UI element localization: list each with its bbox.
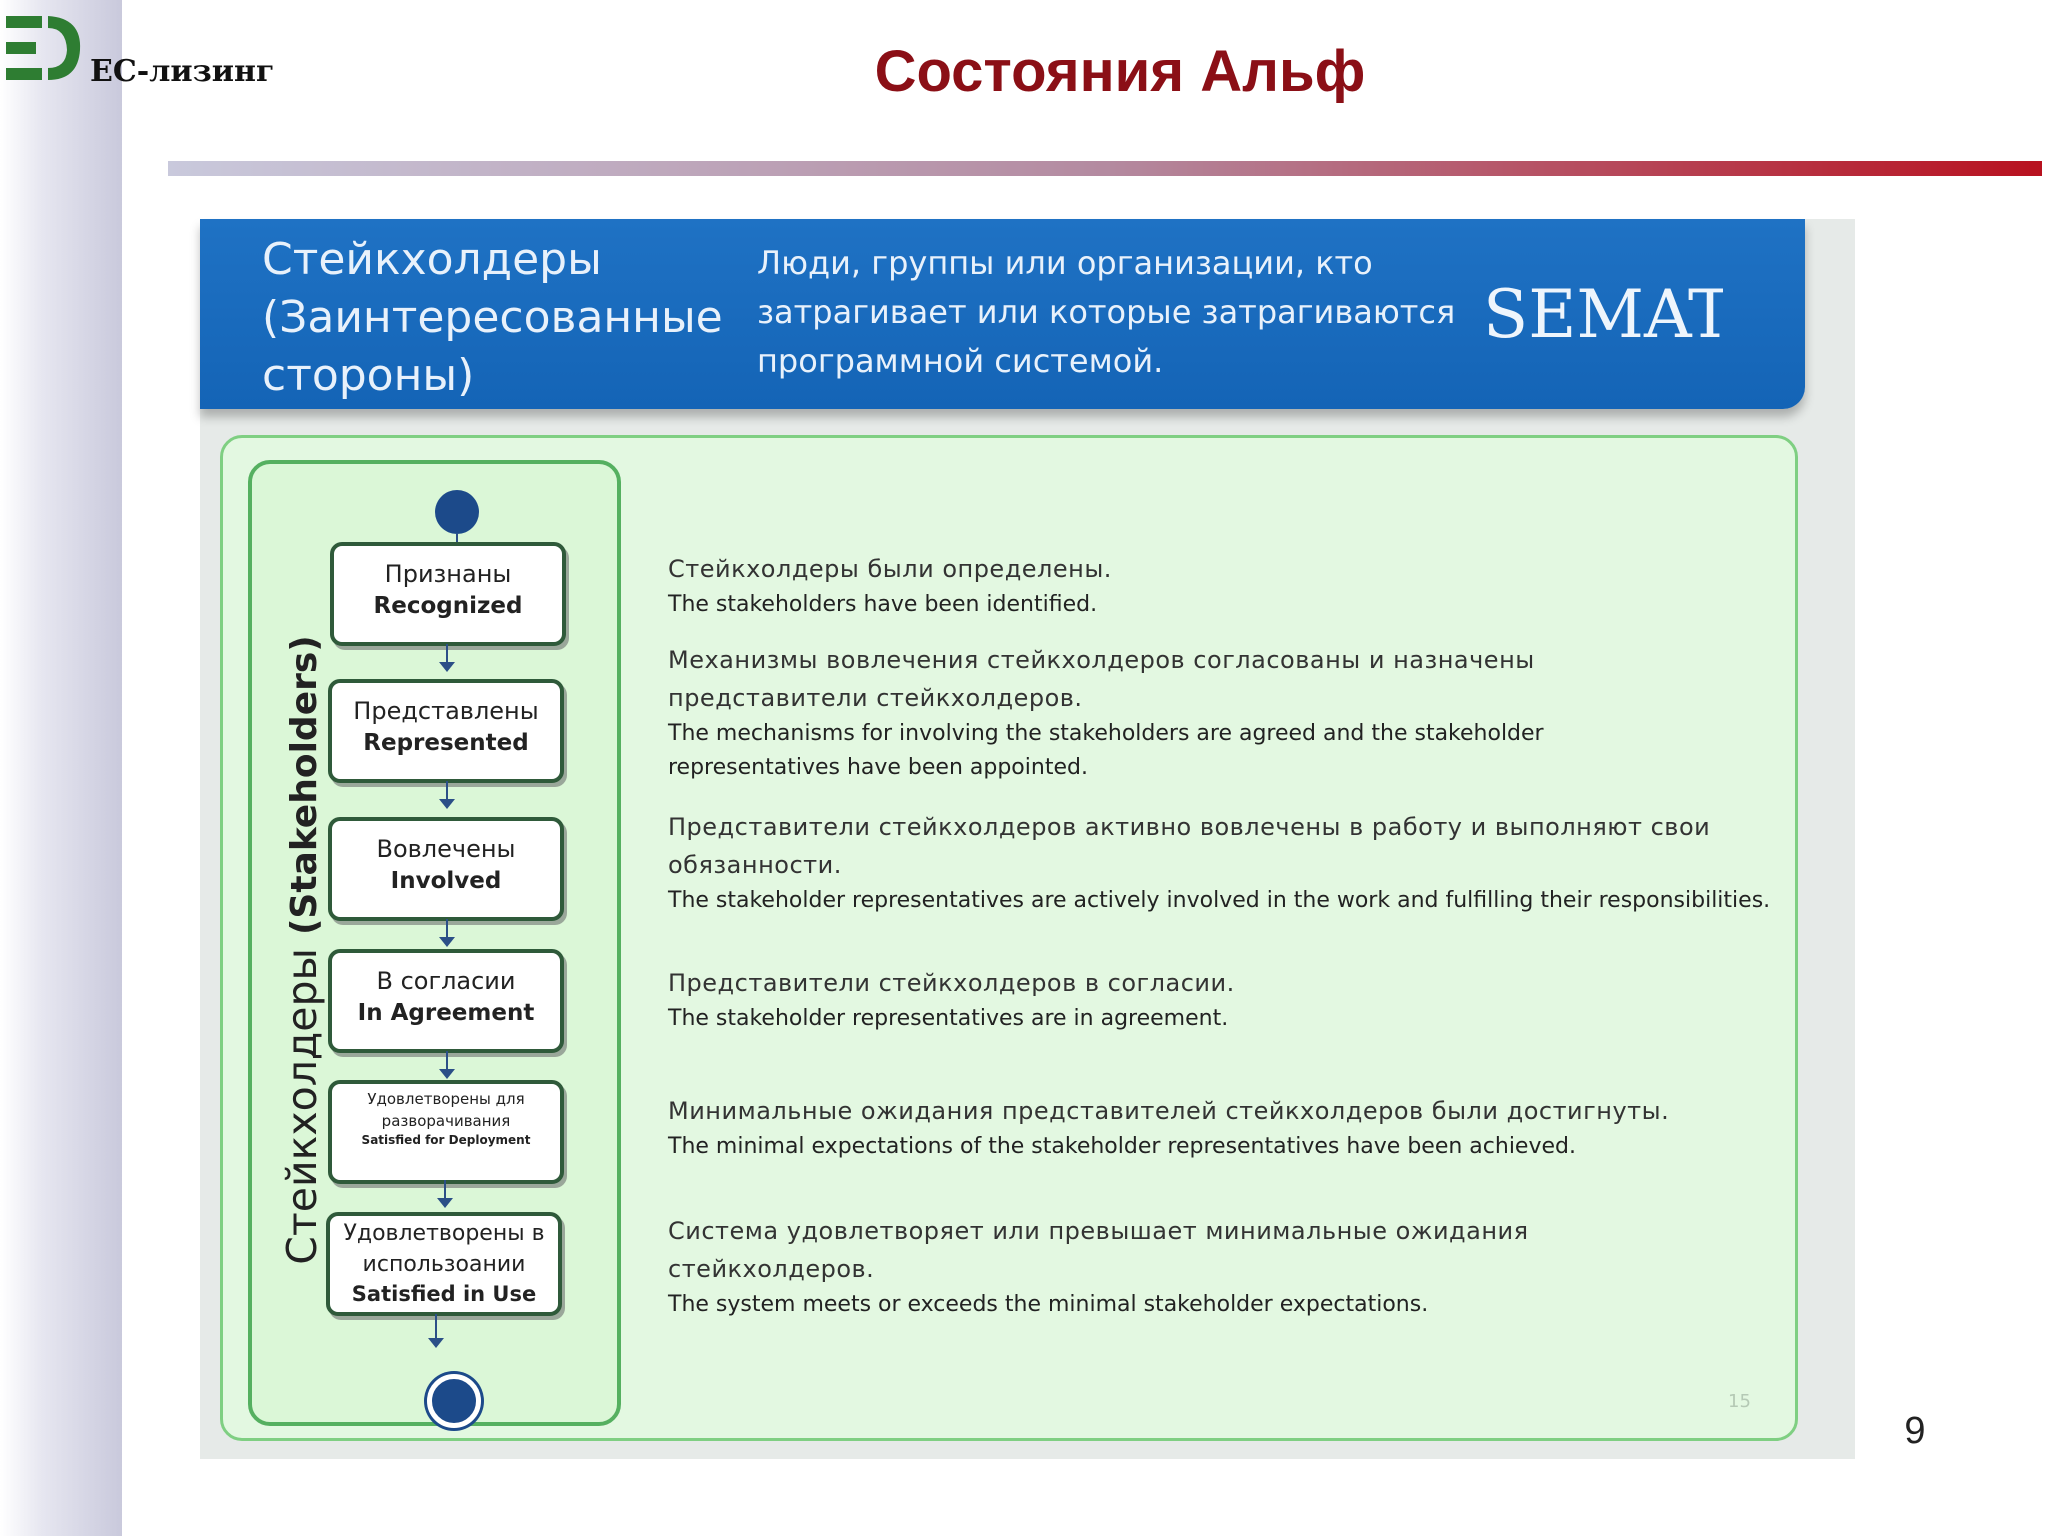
lane-label-en: (Stakeholders): [284, 635, 325, 936]
semat-logo-text: SEMAT: [1483, 276, 1723, 353]
state-satisfied-for-deployment: Удовлетворены для разворачивания Satisfi…: [328, 1080, 564, 1184]
description-ru: Стейкхолдеры были определены.: [668, 555, 1112, 583]
title-divider: [168, 161, 2042, 176]
state-label-en: Represented: [363, 730, 529, 756]
state-label-en: Recognized: [373, 593, 523, 619]
flow-arrow: [428, 1314, 444, 1348]
banner-title: Стейкхолдеры (Заинтересованные стороны): [262, 234, 723, 401]
flow-arrow: [439, 781, 455, 809]
stakeholders-banner: Стейкхолдеры (Заинтересованные стороны) …: [200, 219, 1805, 409]
state-label-ru: Удовлетворены в использоании: [343, 1221, 545, 1277]
flow-arrow: [439, 644, 455, 672]
state-label-ru: Представлены: [353, 697, 539, 725]
description-ru: Система удовлетворяет или превышает мини…: [668, 1217, 1529, 1283]
state-recognized: Признаны Recognized: [330, 542, 566, 646]
description-represented: Механизмы вовлечения стейкхолдеров согла…: [668, 641, 1588, 785]
semat-logo: SEMAT: [1483, 276, 1723, 353]
description-satisfied-for-deployment: Минимальные ожидания представителей стей…: [668, 1092, 1778, 1164]
description-ru: Механизмы вовлечения стейкхолдеров согла…: [668, 646, 1535, 712]
state-label-en: In Agreement: [357, 1000, 535, 1026]
state-label-en: Involved: [390, 868, 502, 894]
flow-arrow: [439, 919, 455, 947]
state-label-ru: Признаны: [384, 560, 512, 588]
end-node: [427, 1374, 481, 1428]
alpha-states-figure: Стейкхолдеры (Заинтересованные стороны) …: [200, 219, 1855, 1459]
states-lane: Стейкхолдеры (Stakeholders) Признаны Rec…: [248, 460, 621, 1428]
description-ru: Представители стейкхолдеров активно вовл…: [668, 813, 1711, 879]
description-en: The minimal expectations of the stakehol…: [668, 1134, 1576, 1159]
description-in-agreement: Представители стейкхолдеров в согласии. …: [668, 964, 1778, 1036]
state-in-agreement: В согласии In Agreement: [328, 949, 564, 1053]
state-satisfied-in-use: Удовлетворены в использоании Satisfied i…: [326, 1212, 562, 1316]
banner-description: Люди, группы или организации, кто затраг…: [757, 244, 1456, 380]
description-ru: Представители стейкхолдеров в согласии.: [668, 969, 1235, 997]
left-gradient-band: [0, 0, 122, 1536]
description-satisfied-in-use: Система удовлетворяет или превышает мини…: [668, 1212, 1588, 1322]
description-involved: Представители стейкхолдеров активно вовл…: [668, 808, 1778, 918]
description-en: The system meets or exceeds the minimal …: [668, 1292, 1429, 1317]
ec-logo-icon: [6, 16, 81, 80]
state-involved: Вовлечены Involved: [328, 817, 564, 921]
state-represented: Представлены Represented: [328, 679, 564, 783]
states-panel: Стейкхолдеры (Stakeholders) Признаны Rec…: [220, 435, 1798, 1441]
state-label-en: Satisfied in Use: [351, 1282, 537, 1306]
start-node: [435, 490, 479, 534]
slide-title: Состояния Альф: [874, 39, 1366, 104]
description-en: The stakeholder representatives are in a…: [668, 1006, 1229, 1031]
description-en: The stakeholders have been identified.: [668, 592, 1098, 617]
lane-label-ru: Стейкхолдеры: [278, 948, 326, 1265]
figure-page-number: 15: [1728, 1391, 1751, 1412]
state-label-ru: Вовлечены: [376, 835, 516, 863]
description-en: The stakeholder representatives are acti…: [668, 888, 1771, 913]
flow-arrow: [439, 1051, 455, 1079]
logo-text: ЕС-лизинг: [90, 54, 275, 89]
page-number: 9: [1904, 1410, 1926, 1452]
state-label-ru: В согласии: [376, 967, 516, 995]
company-logo: ЕС-лизинг: [4, 14, 294, 94]
description-en: The mechanisms for involving the stakeho…: [668, 721, 1544, 780]
state-label-ru: Удовлетворены для разворачивания: [367, 1090, 525, 1130]
flow-arrow: [437, 1180, 453, 1208]
state-label-en: Satisfied for Deployment: [361, 1133, 531, 1147]
lane-label: Стейкхолдеры (Stakeholders): [272, 510, 332, 1390]
description-ru: Минимальные ожидания представителей стей…: [668, 1097, 1670, 1125]
description-recognized: Стейкхолдеры были определены. The stakeh…: [668, 550, 1778, 622]
